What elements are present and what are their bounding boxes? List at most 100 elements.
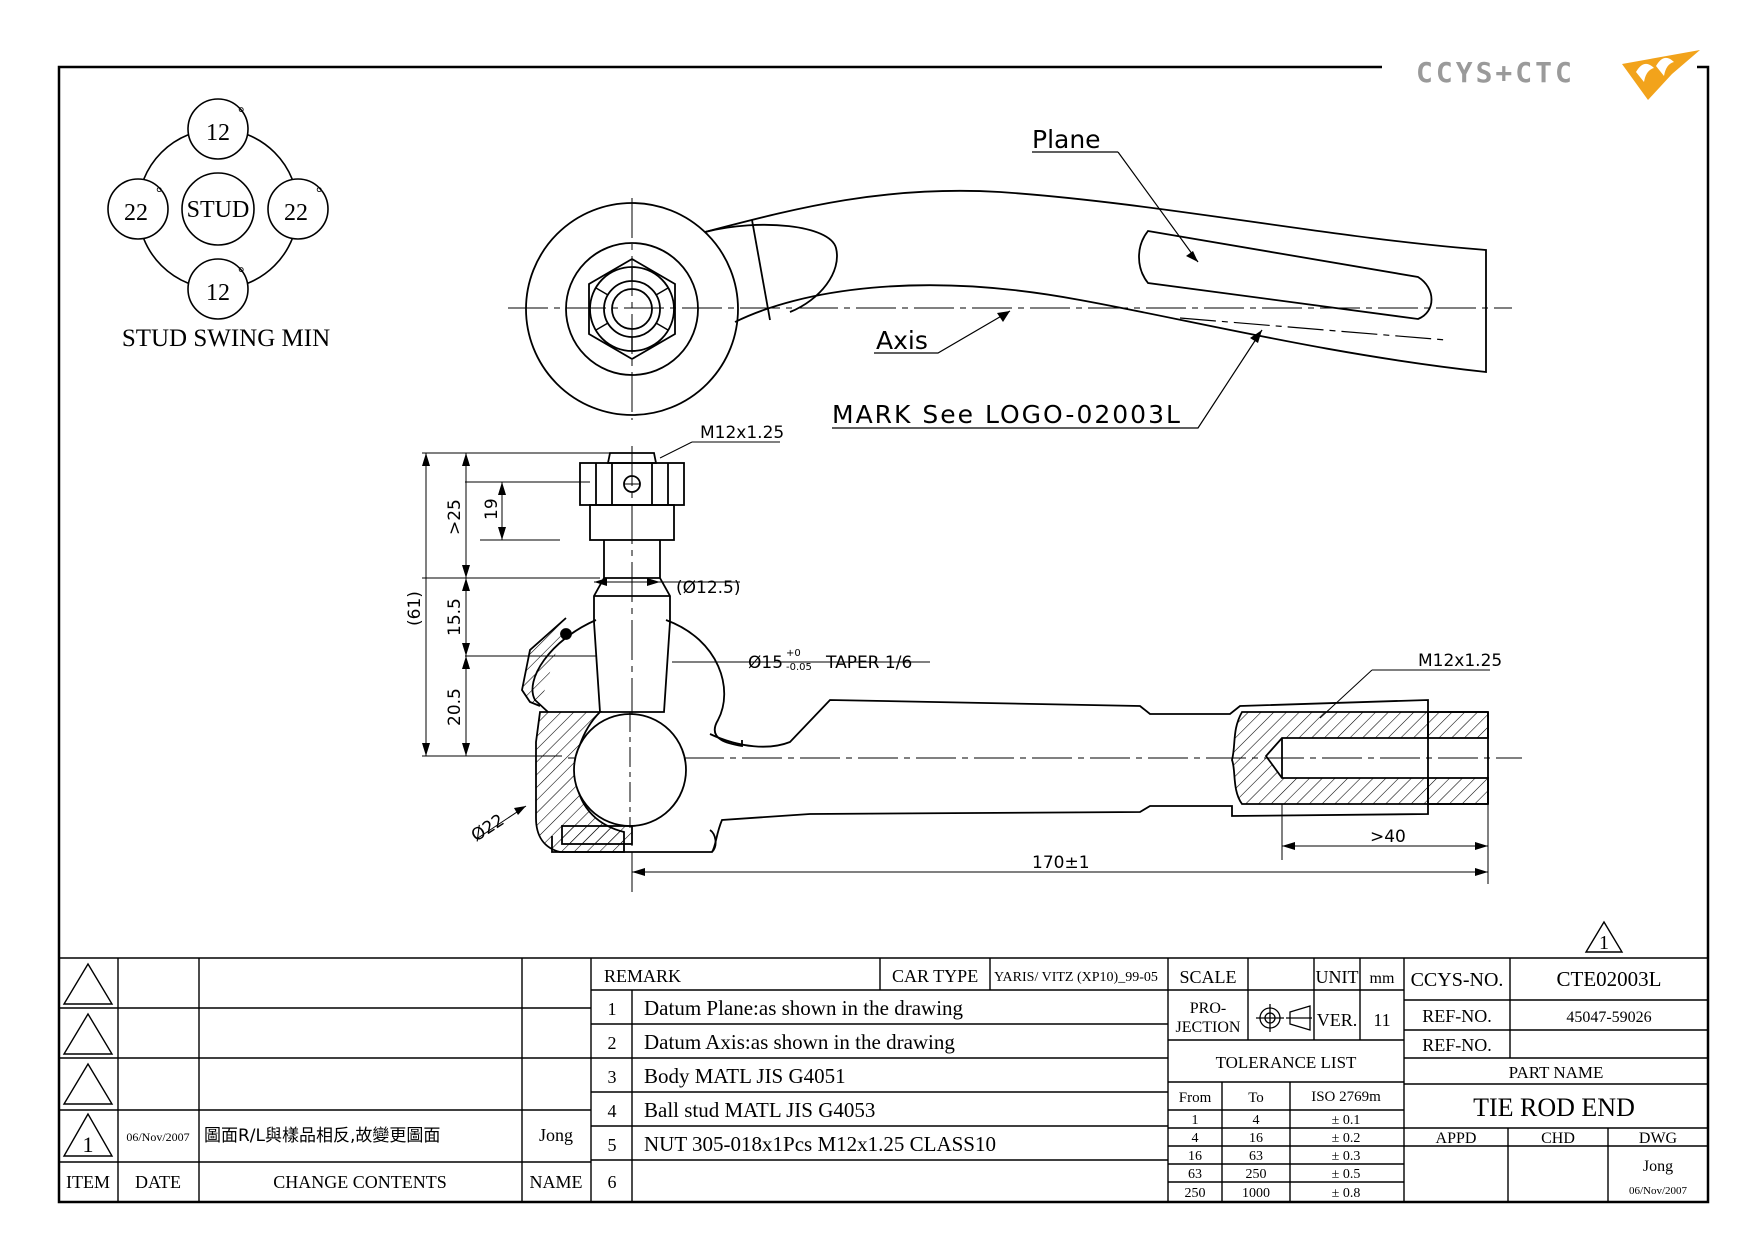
tol-row-1-to: 4 (1253, 1113, 1260, 1128)
swing-center-circle (181, 172, 255, 246)
tol-row-5-from: 250 (1185, 1186, 1206, 1201)
ccys-no-value: CTE02003L (1557, 967, 1662, 991)
swing-bottom-value: 12 (206, 280, 230, 306)
remark-3-text: Body MATL JIS G4051 (644, 1064, 846, 1088)
tol-row-2-from: 4 (1192, 1131, 1199, 1146)
swing-right-degree: ° (316, 185, 322, 202)
change-name-header: NAME (530, 1172, 583, 1192)
castle-nut-side (579, 452, 685, 541)
swing-top-degree: ° (238, 105, 244, 122)
projection-label: PRO- (1190, 1000, 1226, 1017)
socket-inner-circle (565, 242, 699, 376)
swing-bottom-degree: ° (238, 265, 244, 282)
revision-marker-number: 1 (1599, 932, 1609, 954)
castle-nut-hex (588, 257, 676, 361)
dim-taper-tol-plus: +0 (786, 648, 801, 659)
swing-center-label: STUD (187, 197, 250, 223)
ccys-no-label: CCYS-NO. (1411, 969, 1504, 991)
tol-row-5-to: 1000 (1242, 1186, 1270, 1201)
dim-thread-end: M12x1.25 (1418, 651, 1502, 671)
plane-slot (1138, 230, 1433, 320)
swing-left-degree: ° (156, 185, 162, 202)
title-block-grid (59, 957, 1708, 1202)
remark-2-text: Datum Axis:as shown in the drawing (644, 1030, 955, 1054)
stud-swing-diagram (107, 98, 329, 320)
car-type-value: YARIS/ VITZ (XP10)_99-05 (994, 970, 1158, 985)
change-contents-header: CHANGE CONTENTS (273, 1172, 447, 1192)
scale-label: SCALE (1179, 967, 1236, 987)
remark-6-no: 6 (608, 1172, 617, 1192)
top-view-labels: Plane Axis MARK See LOGO-02003L (832, 125, 1182, 429)
remark-1-no: 1 (608, 999, 617, 1019)
dwg-date: 06/Nov/2007 (1629, 1185, 1688, 1197)
side-view (521, 446, 1522, 892)
swing-top-circle (187, 98, 249, 160)
ref-no-value: 45047-59026 (1566, 1009, 1651, 1026)
revision-marker: 1 (1584, 920, 1624, 954)
part-name-label: PART NAME (1509, 1063, 1604, 1082)
sheet-border (57, 65, 1710, 1204)
tol-row-5-tol: ± 0.8 (1332, 1186, 1361, 1201)
socket-outer-circle (525, 202, 739, 416)
change-date-header: DATE (135, 1172, 181, 1192)
dimension-arrows (422, 453, 1488, 876)
tol-to-header: To (1248, 1090, 1264, 1106)
unit-label: UNIT (1316, 967, 1359, 987)
tie-rod-body-outline (709, 699, 1429, 853)
tolerance-title: TOLERANCE LIST (1216, 1053, 1357, 1072)
chd-label: CHD (1541, 1130, 1575, 1147)
swing-right-value: 22 (284, 200, 308, 226)
car-type-label: CAR TYPE (892, 966, 978, 986)
company-logo: CCYS+CTC (1416, 50, 1700, 100)
projection-symbol-icon (1256, 1004, 1312, 1032)
dim-taper-text: TAPER 1/6 (825, 653, 912, 673)
mark-label: MARK See LOGO-02003L (832, 400, 1182, 429)
projection-label-2: JECTION (1176, 1019, 1241, 1036)
swing-left-circle (107, 178, 169, 240)
dim-205: 20.5 (445, 688, 465, 726)
tol-from-header: From (1179, 1090, 1212, 1106)
dwg-name: Jong (1643, 1158, 1673, 1175)
ball-stud-shank (593, 540, 671, 713)
change-item-header: ITEM (66, 1172, 110, 1192)
dim-61: (61) (405, 591, 425, 626)
remark-5-text: NUT 305-018x1Pcs M12x1.25 CLASS10 (644, 1132, 996, 1156)
axis-label: Axis (876, 326, 928, 355)
ref-no-label-2: REF-NO. (1422, 1035, 1492, 1055)
remark-4-text: Ball stud MATL JIS G4053 (644, 1098, 875, 1122)
dim-gt40: >40 (1370, 827, 1406, 847)
threaded-bore-section (1231, 711, 1429, 805)
dim-dia-22: Ø22 (468, 810, 508, 846)
top-view (508, 151, 1512, 429)
tol-row-3-to: 63 (1249, 1149, 1263, 1164)
plane-label: Plane (1032, 125, 1101, 154)
remark-2-no: 2 (608, 1033, 617, 1053)
tol-row-2-tol: ± 0.2 (1332, 1131, 1361, 1146)
logo-mark-icon (1622, 50, 1700, 100)
remark-title: REMARK (604, 966, 681, 986)
logo-text: CCYS+CTC (1416, 56, 1575, 89)
dim-taper-dia: Ø15 (748, 653, 783, 673)
tol-row-3-tol: ± 0.3 (1332, 1149, 1361, 1164)
swing-bottom-circle (187, 258, 249, 320)
appd-label: APPD (1436, 1130, 1477, 1147)
change-entry-date: 06/Nov/2007 (126, 1130, 189, 1144)
change-entry-contents: 圖面R/L與樣品相反,故變更圖面 (204, 1126, 440, 1146)
remark-1-text: Datum Plane:as shown in the drawing (644, 996, 964, 1020)
swing-top-value: 12 (206, 120, 230, 146)
tol-row-1-tol: ± 0.1 (1332, 1113, 1361, 1128)
dim-19: 19 (482, 498, 502, 520)
tol-row-2-to: 16 (1249, 1131, 1263, 1146)
ver-value: 11 (1373, 1010, 1390, 1030)
remark-5-no: 5 (608, 1135, 617, 1155)
stud-swing-labels: STUD 12 12 22 22 ° ° ° ° STUD SWING MIN (122, 105, 330, 352)
remark-4-no: 4 (608, 1101, 617, 1121)
ver-label: VER. (1317, 1010, 1358, 1030)
tie-rod-arm-outline (704, 189, 1487, 374)
tol-row-4-to: 250 (1246, 1167, 1267, 1182)
dim-170: 170±1 (1032, 853, 1090, 873)
dim-dia-125: (Ø12.5) (676, 578, 741, 598)
tol-row-4-from: 63 (1188, 1167, 1202, 1182)
tol-row-3-from: 16 (1188, 1149, 1202, 1164)
